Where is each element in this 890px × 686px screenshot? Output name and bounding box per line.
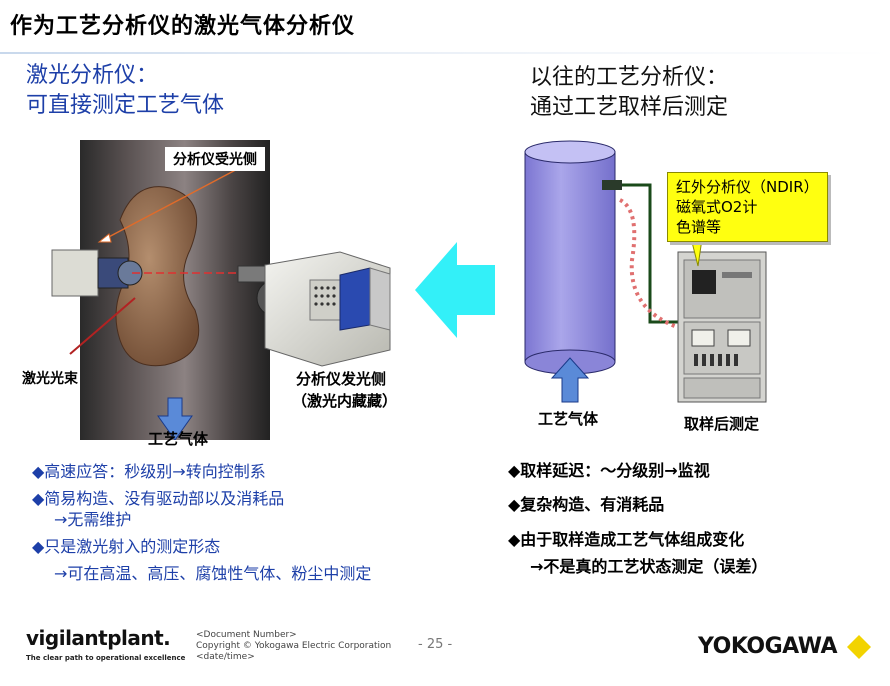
receiver-label-box: 分析仪受光侧 (165, 147, 265, 171)
right-heading-line2: 通过工艺取样后测定 (530, 95, 729, 120)
emitter-label-line2: （激光内藏藏） (292, 392, 398, 410)
left-bullet-list: ◆高速应答：秒级别→转向控制系 ◆简易构造、没有驱动部以及消耗品 →无需维护 ◆… (32, 458, 371, 588)
analyzer-types-callout: 红外分析仪（NDIR） 磁氧式O2计 色谱等 (667, 172, 828, 242)
left-bullet-2-sub: →无需维护 (54, 510, 132, 529)
left-process-gas-label: 工艺气体 (148, 430, 209, 448)
laser-beam-pointer (69, 297, 136, 355)
right-bullet-1: ◆取样延迟：～分级别→监视 (508, 461, 710, 480)
callout-line-o2: 磁氧式O2计 (676, 198, 758, 216)
left-heading-line1: 激光分析仪： (26, 63, 159, 88)
doc-number: <Document Number> (196, 630, 297, 640)
cyan-arrow-icon (415, 242, 495, 338)
receiver-label: 分析仪受光侧 (173, 152, 257, 168)
right-process-gas-label: 工艺气体 (538, 410, 599, 428)
sampling-system-diagram (524, 140, 767, 403)
receiver-pointer (97, 164, 246, 243)
left-bullet-3-sub: →可在高温、高压、腐蚀性气体、粉尘中测定 (54, 564, 372, 583)
doc-copyright: Copyright © Yokogawa Electric Corporatio… (196, 641, 392, 651)
left-bullet-3: ◆只是激光射入的测定形态 (32, 537, 221, 556)
right-bullet-2: ◆复杂构造、有消耗品 (508, 495, 665, 514)
laser-analyzer-photo (51, 140, 391, 440)
vigilantplant-logo: vigilantplant. (26, 626, 171, 650)
callout-line-gc: 色谱等 (676, 218, 722, 236)
callout-line-ndir: 红外分析仪（NDIR） (676, 178, 819, 196)
page-title: 作为工艺分析仪的激光气体分析仪 (10, 14, 356, 39)
page-number: - 25 - (418, 637, 453, 652)
sampling-label: 取样后测定 (684, 415, 760, 433)
left-bullet-1: ◆高速应答：秒级别→转向控制系 (32, 462, 266, 481)
vigilantplant-tagline: The clear path to operational excellence (26, 654, 186, 662)
emitter-label-line1: 分析仪发光侧 (296, 370, 387, 388)
doc-datetime: <date/time> (196, 652, 255, 662)
right-bullet-list: ◆取样延迟：～分级别→监视 ◆复杂构造、有消耗品 ◆由于取样造成工艺气体组成变化… (508, 456, 767, 578)
right-bullet-3-sub: →不是真的工艺状态测定（误差） (530, 557, 768, 576)
yokogawa-diamond-icon (847, 635, 871, 659)
left-heading-line2: 可直接测定工艺气体 (26, 93, 225, 118)
right-heading-line1: 以往的工艺分析仪： (530, 65, 729, 90)
yokogawa-logo: YOKOGAWA (698, 634, 838, 659)
right-bullet-3: ◆由于取样造成工艺气体组成变化 (508, 530, 745, 549)
laser-beam-label: 激光光束 (22, 371, 78, 387)
title-divider (0, 52, 890, 54)
left-bullet-2: ◆简易构造、没有驱动部以及消耗品 (32, 489, 285, 508)
